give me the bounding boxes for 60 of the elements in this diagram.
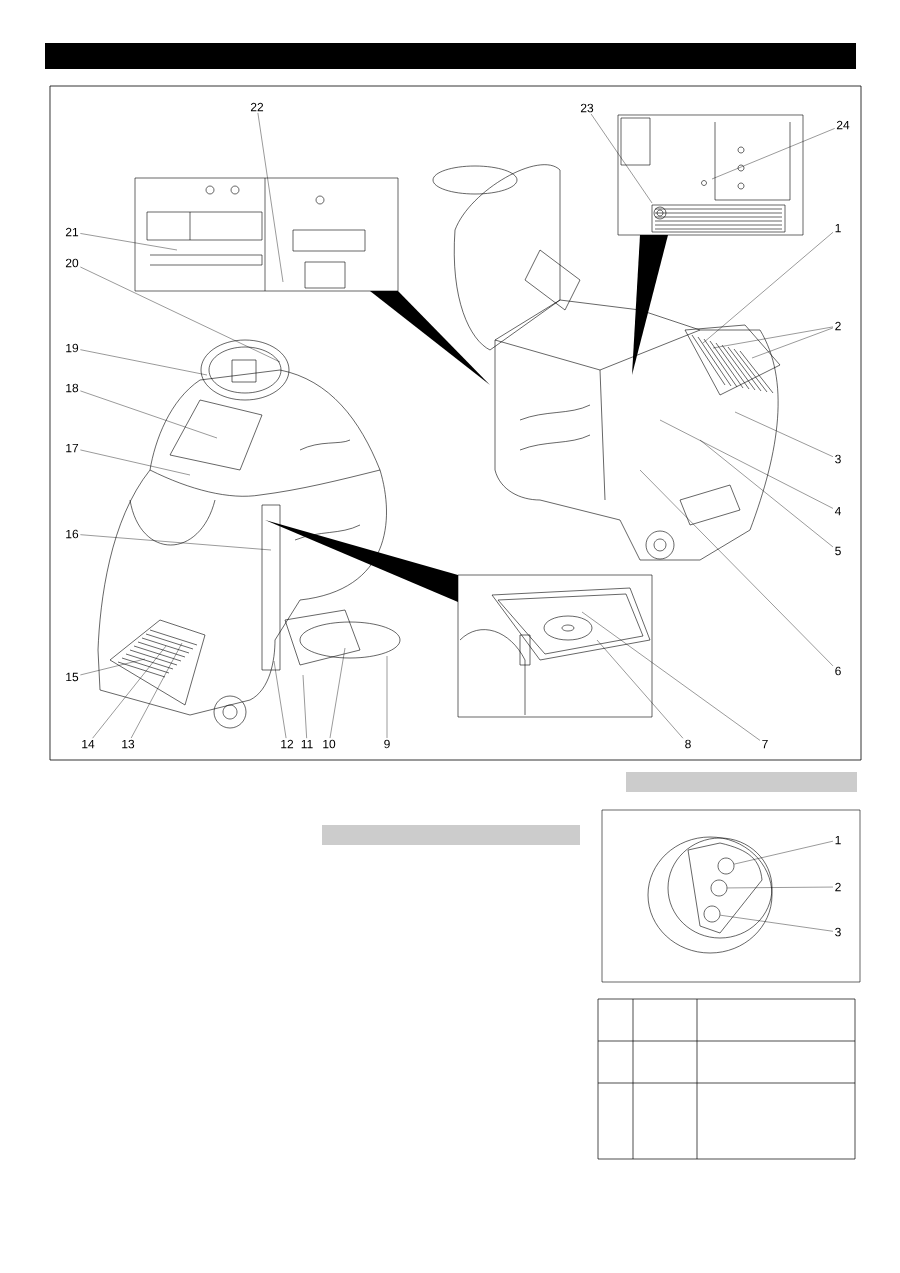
- callout-number: 1: [835, 223, 841, 233]
- section-heading-bar: [626, 772, 857, 792]
- pin-socket: [703, 905, 721, 923]
- leader-line: [734, 411, 834, 457]
- leader-line: [80, 390, 218, 439]
- leader-line: [733, 840, 834, 865]
- callout-number: 15: [66, 672, 79, 682]
- callout-number: 10: [323, 739, 336, 749]
- leader-line: [659, 419, 834, 509]
- callout-number: 13: [122, 739, 135, 749]
- pin-socket: [710, 879, 728, 897]
- leader-line: [581, 611, 761, 741]
- callout-number: 3: [835, 927, 841, 937]
- callout-number: 19: [66, 343, 79, 353]
- leader-line: [131, 642, 183, 739]
- leader-line: [80, 449, 191, 476]
- section-heading-bar: [322, 825, 580, 845]
- callout-number: 7: [762, 739, 768, 749]
- callout-number: 24: [836, 120, 850, 130]
- leader-line: [80, 233, 178, 251]
- leader-line: [702, 232, 834, 344]
- callout-number: 4: [834, 506, 841, 516]
- leader-line: [751, 327, 834, 359]
- callout-number: 23: [580, 103, 594, 113]
- callout-number: 22: [250, 102, 264, 112]
- callout-number: 11: [301, 739, 313, 749]
- callout-number: 17: [66, 443, 79, 453]
- callout-number: 21: [65, 227, 79, 237]
- callout-number: 9: [384, 739, 390, 749]
- callout-number: 2: [835, 882, 841, 892]
- leader-line: [80, 658, 146, 676]
- leader-line: [386, 655, 388, 739]
- leader-line: [639, 469, 834, 667]
- callout-number: 8: [685, 739, 691, 749]
- leader-line: [329, 647, 346, 739]
- leader-line: [720, 914, 834, 932]
- leader-line: [257, 112, 284, 283]
- leader-line: [590, 113, 653, 204]
- pin-socket: [717, 857, 735, 875]
- leader-line: [80, 349, 208, 376]
- leader-line: [699, 439, 834, 548]
- callout-number: 1: [835, 835, 841, 845]
- leader-line: [92, 645, 167, 739]
- leader-line: [712, 326, 834, 349]
- callout-number: 5: [835, 546, 841, 556]
- callout-number: 16: [66, 529, 79, 539]
- callout-number: 3: [835, 454, 841, 464]
- leader-line: [80, 266, 281, 363]
- leader-line: [711, 128, 835, 180]
- leader-line: [273, 660, 287, 739]
- leader-line: [727, 886, 834, 889]
- callout-number: 2: [835, 321, 841, 331]
- leader-line: [596, 639, 684, 739]
- callout-number: 18: [66, 383, 79, 393]
- callout-number: 14: [82, 739, 95, 749]
- leader-line: [302, 674, 307, 739]
- callout-number: 12: [281, 739, 294, 749]
- leader-line: [80, 534, 272, 551]
- callout-number: 6: [835, 666, 841, 676]
- callout-number: 20: [65, 258, 79, 268]
